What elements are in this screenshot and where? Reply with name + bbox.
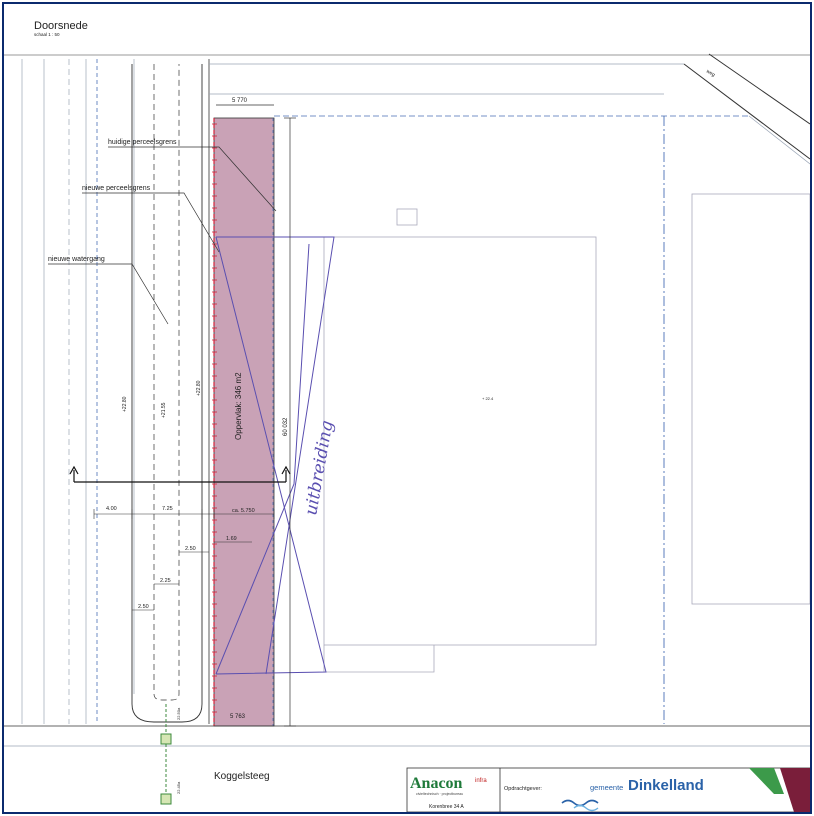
client-name: Dinkelland [628,777,704,794]
parcel-area [213,117,275,727]
uitbreiding-note: uitbreiding [301,419,337,517]
title-block: Anacon infra civieltechnisch · projectbu… [406,767,810,812]
culvert-bottom [160,793,172,805]
building-level: + 22.4 [482,396,494,401]
company-logo: Anacon [410,775,463,792]
client-label: Opdrachtgever: [504,786,542,792]
boundary-ticks [212,123,217,713]
corner-maroon-mark [780,768,810,812]
top-road [209,63,684,95]
level-right: +22.80 [196,380,202,396]
level-centre: +21.55 [161,402,167,418]
watergang-outline [131,64,203,723]
area-label: Oppervlak: 346 m2 [234,372,243,440]
section-dimension-chain [93,509,275,611]
dim-ca-width: ca. 5.750 [232,508,255,514]
level-bottom-1: 22.50a [176,707,181,720]
client-wave2-icon [573,804,599,812]
watergang-centre [153,64,180,701]
culvert-top [160,733,172,745]
leader-lines [48,146,277,325]
level-left: +22.80 [122,396,128,412]
drawing-title: Doorsnede [34,20,88,32]
top-width-dimension: 5 770 [232,98,248,104]
client-prefix: gemeente [590,783,623,792]
corner-road-edge [748,115,810,165]
existing-building [323,193,810,673]
label-huidige-perceelsgrens: huidige perceelsgrens [108,139,177,146]
dim-169: 1.69 [226,536,237,542]
dim-225: 2.25 [160,578,171,584]
company-address: Korenbree 34 A [429,804,464,810]
drawing-canvas: Doorsnede schaal 1 : 50 weg + 22.4 uitb [4,20,810,812]
expansion-sketch [215,236,335,675]
dim-400: 4.00 [106,506,117,512]
label-nieuwe-watergang: nieuwe watergang [48,256,105,263]
corner-green-mark [749,768,784,794]
corner-road-label: weg [705,69,716,79]
street-name: Koggelsteeg [214,771,270,782]
company-sub: infra [475,778,487,784]
dim-250a: 2.50 [185,546,196,552]
corner-road [683,53,810,160]
level-bottom-2: 22.45a [176,781,181,794]
left-roads [21,59,135,724]
company-tag: civieltechnisch · projectbureau [416,792,463,796]
label-nieuwe-perceelsgrens: nieuwe perceelsgrens [82,185,151,192]
section-cut [69,465,291,483]
length-dimension: 60 032 [283,417,289,436]
bottom-width-dimension: 5 763 [230,714,246,720]
drawing-scale: schaal 1 : 50 [34,32,60,37]
dim-250b: 2.50 [138,604,149,610]
dim-725: 7.25 [162,506,173,512]
